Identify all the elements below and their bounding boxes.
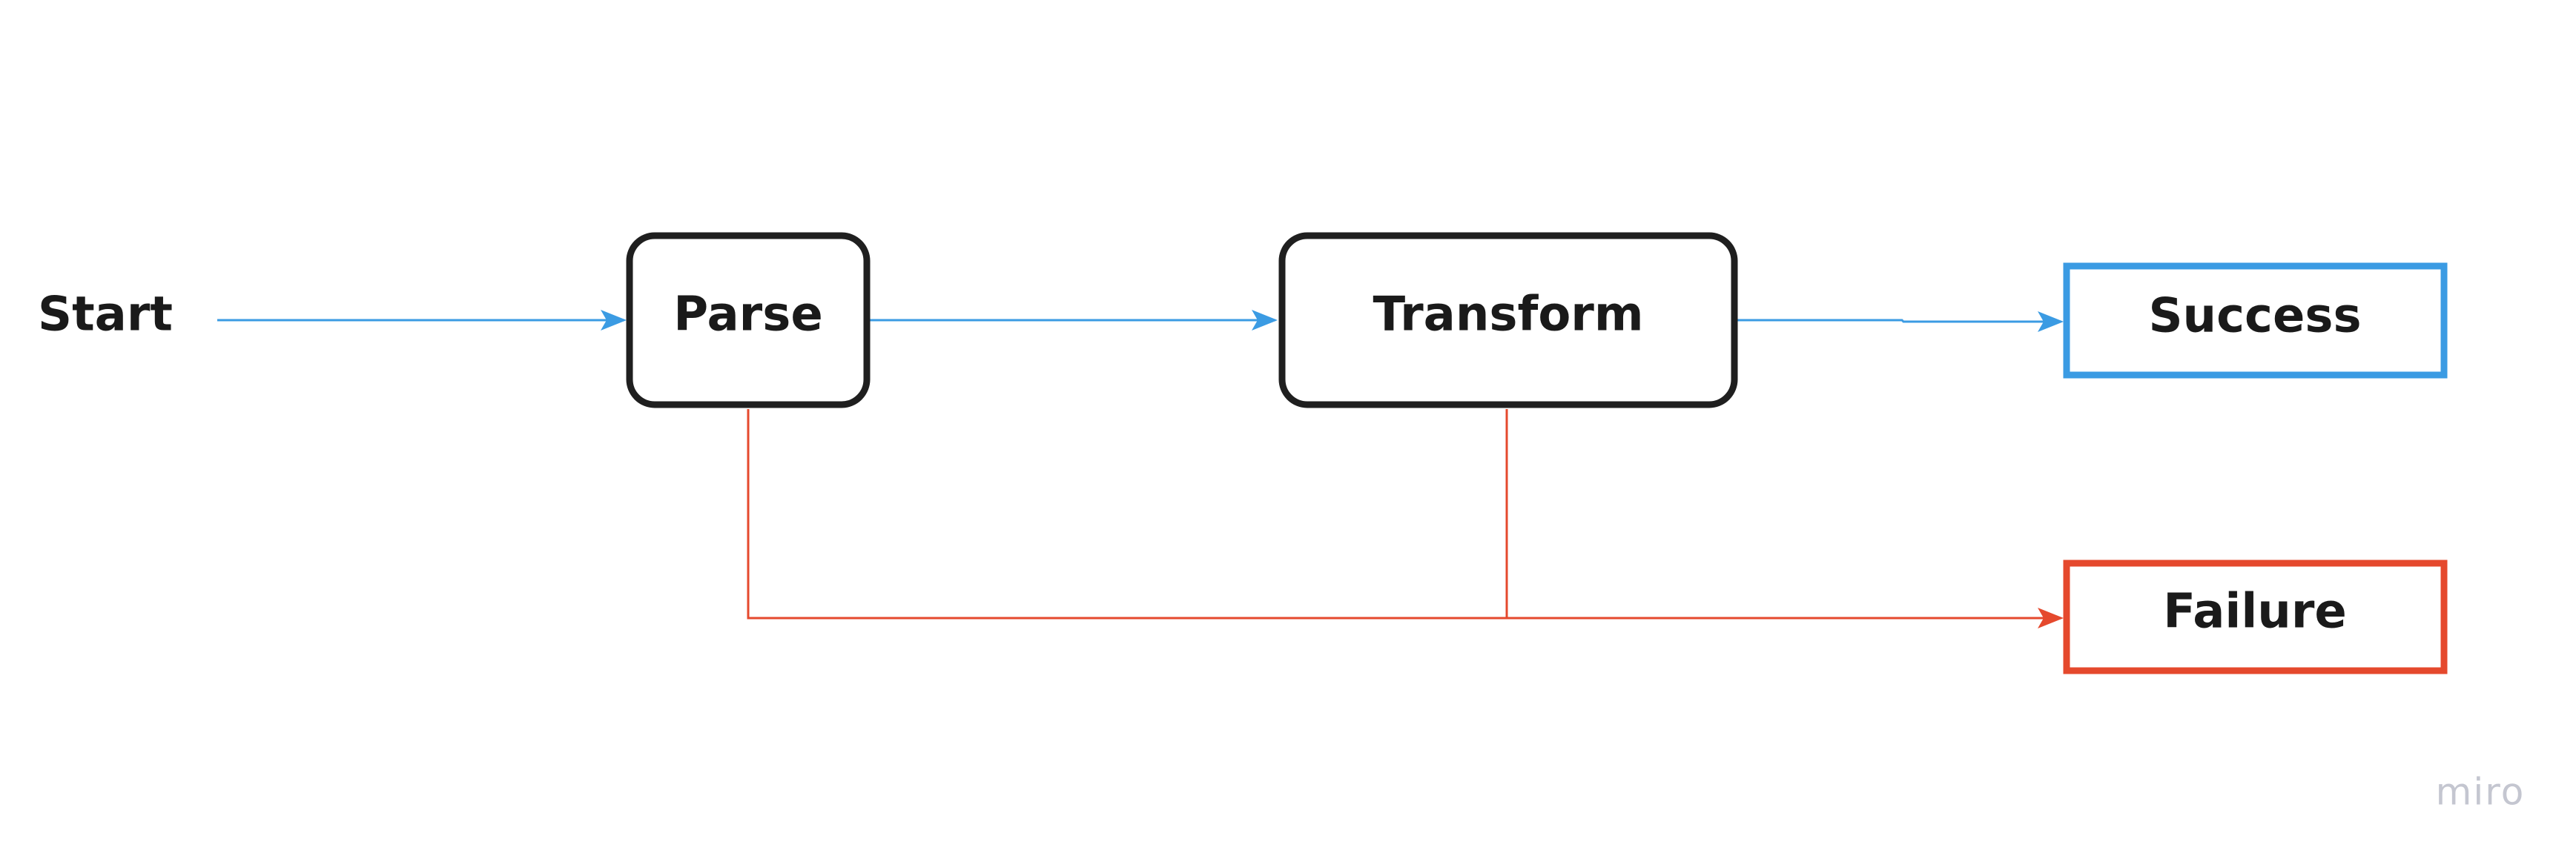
failure-connectors <box>747 409 2061 620</box>
success-connectors <box>217 319 2061 323</box>
arrowhead-icon <box>1252 310 1278 331</box>
failure-node: Failure <box>2063 560 2448 674</box>
success-node: Success <box>2063 262 2448 379</box>
success-arrowheads <box>601 310 2064 332</box>
parse-to-failure-line <box>747 409 2061 620</box>
arrowhead-icon <box>601 310 627 331</box>
miro-watermark: miro <box>2436 771 2526 814</box>
transform-label: Transform <box>1373 288 1643 342</box>
parse-label: Parse <box>673 288 822 342</box>
parse-node: Parse <box>626 232 871 408</box>
transform-to-success-arrow <box>1737 319 2061 323</box>
success-label: Success <box>2148 289 2361 344</box>
failure-label: Failure <box>2163 585 2347 640</box>
start-label: Start <box>38 288 173 342</box>
arrowhead-icon <box>2038 608 2064 628</box>
arrowhead-icon <box>2038 311 2064 332</box>
transform-node: Transform <box>1278 232 1738 408</box>
